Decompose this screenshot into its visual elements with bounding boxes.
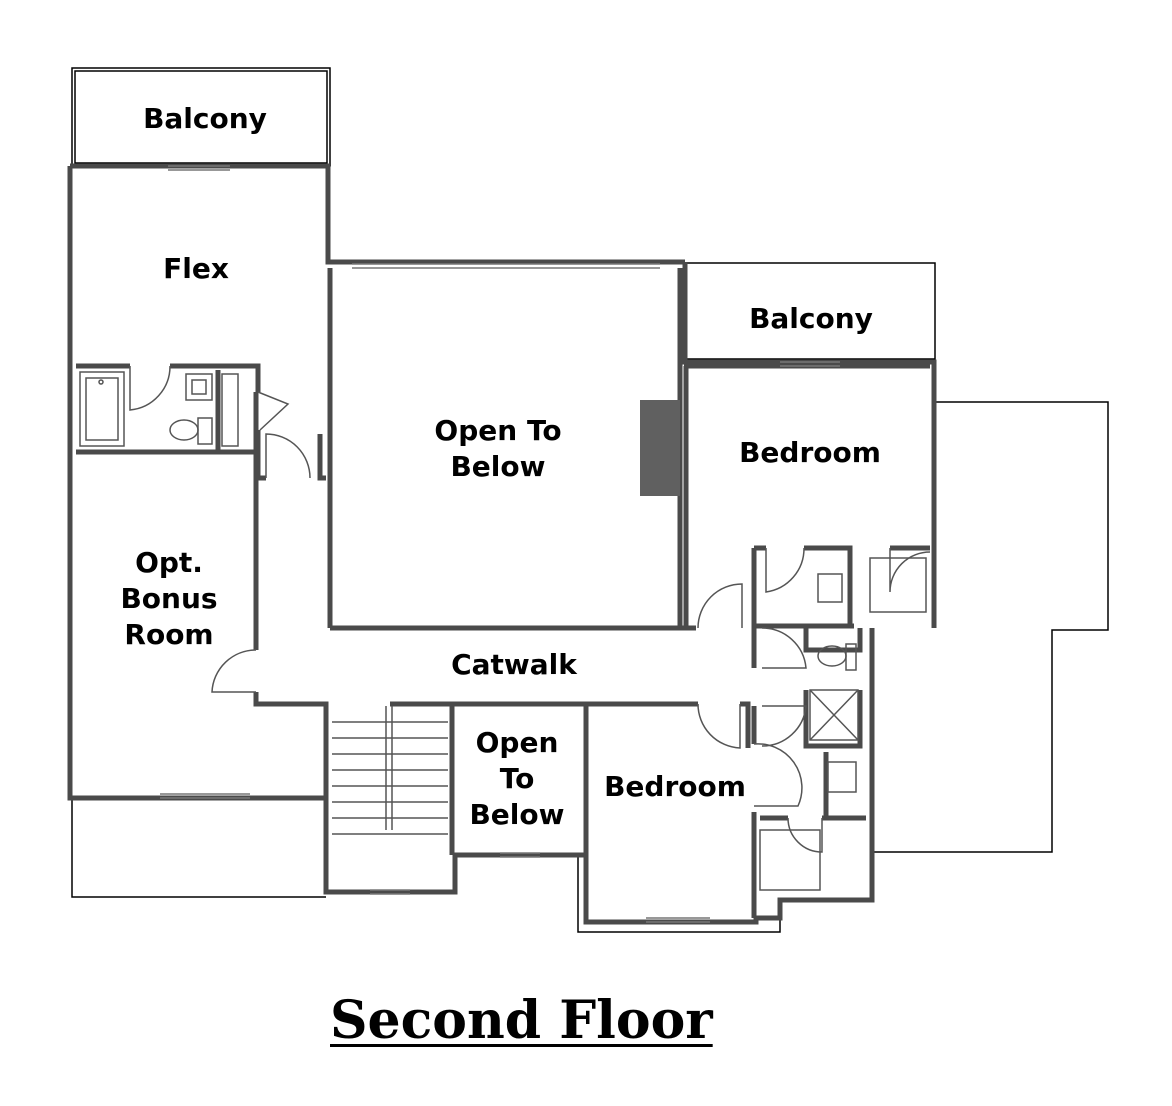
room-labels: Balcony Flex Open To Below Balcony Bedro… bbox=[120, 102, 880, 831]
label-open-to-below-main-line1: Open To bbox=[434, 414, 561, 447]
label-catwalk: Catwalk bbox=[451, 648, 578, 681]
label-bedroom-upper: Bedroom bbox=[739, 436, 881, 469]
label-bedroom-lower: Bedroom bbox=[604, 770, 746, 803]
plan-title: Second Floor bbox=[330, 990, 713, 1051]
bath-fixtures bbox=[79, 371, 927, 891]
label-balcony-top: Balcony bbox=[143, 102, 267, 135]
interior-walls bbox=[76, 268, 930, 918]
exterior-outlines bbox=[71, 67, 1109, 933]
label-bonus-line3: Room bbox=[124, 618, 213, 651]
label-bonus-line2: Bonus bbox=[120, 582, 217, 615]
label-bonus-line1: Opt. bbox=[135, 546, 203, 579]
fireplace bbox=[640, 400, 680, 496]
stairs bbox=[332, 706, 448, 835]
label-balcony-right: Balcony bbox=[749, 302, 873, 335]
label-open-to-below-small-line2: To bbox=[500, 762, 535, 795]
label-open-to-below-small-line1: Open bbox=[476, 726, 559, 759]
windows bbox=[160, 165, 840, 923]
label-open-to-below-small-line3: Below bbox=[469, 798, 564, 831]
label-flex: Flex bbox=[163, 252, 229, 285]
door-swings bbox=[129, 365, 931, 853]
label-open-to-below-main-line2: Below bbox=[450, 450, 545, 483]
